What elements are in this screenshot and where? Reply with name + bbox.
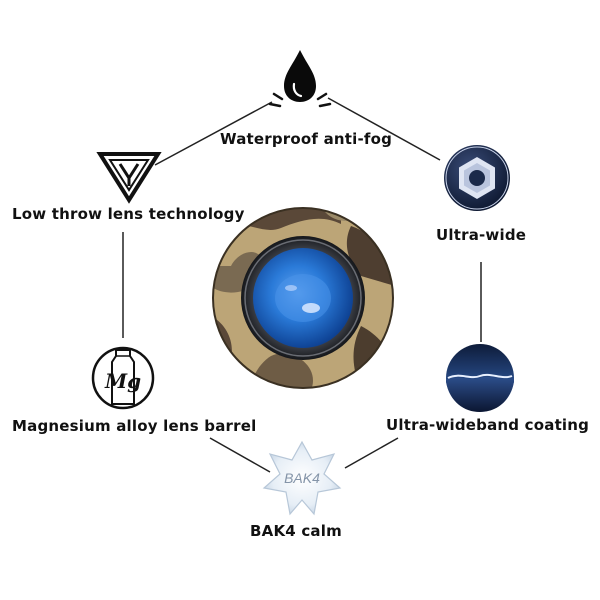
wideband-label: Ultra-wideband coating [386, 416, 590, 434]
connector-line [154, 101, 273, 166]
ultra-wide-label: Ultra-wide [436, 226, 527, 244]
camo-lens-eyepiece-icon [212, 207, 394, 389]
bak4-label: BAK4 calm [250, 522, 342, 540]
connector-line [327, 97, 441, 161]
connector-line [344, 437, 399, 469]
connector-line [209, 437, 271, 473]
waterproof-label: Waterproof anti-fog [220, 130, 393, 148]
hexagon-nut-icon [444, 145, 510, 211]
bak4-crystal-icon: BAK4 [262, 440, 342, 516]
svg-text:BAK4: BAK4 [284, 470, 320, 486]
coated-lens-sphere-icon [446, 344, 514, 412]
prism-lens-icon [96, 152, 162, 204]
low-throw-label: Low throw lens technology [12, 205, 245, 223]
svg-text:Mg: Mg [104, 369, 141, 393]
magnesium-label: Magnesium alloy lens barrel [12, 417, 257, 435]
water-drop-icon [268, 50, 332, 108]
mg-bottle-icon: Mg [91, 346, 155, 410]
